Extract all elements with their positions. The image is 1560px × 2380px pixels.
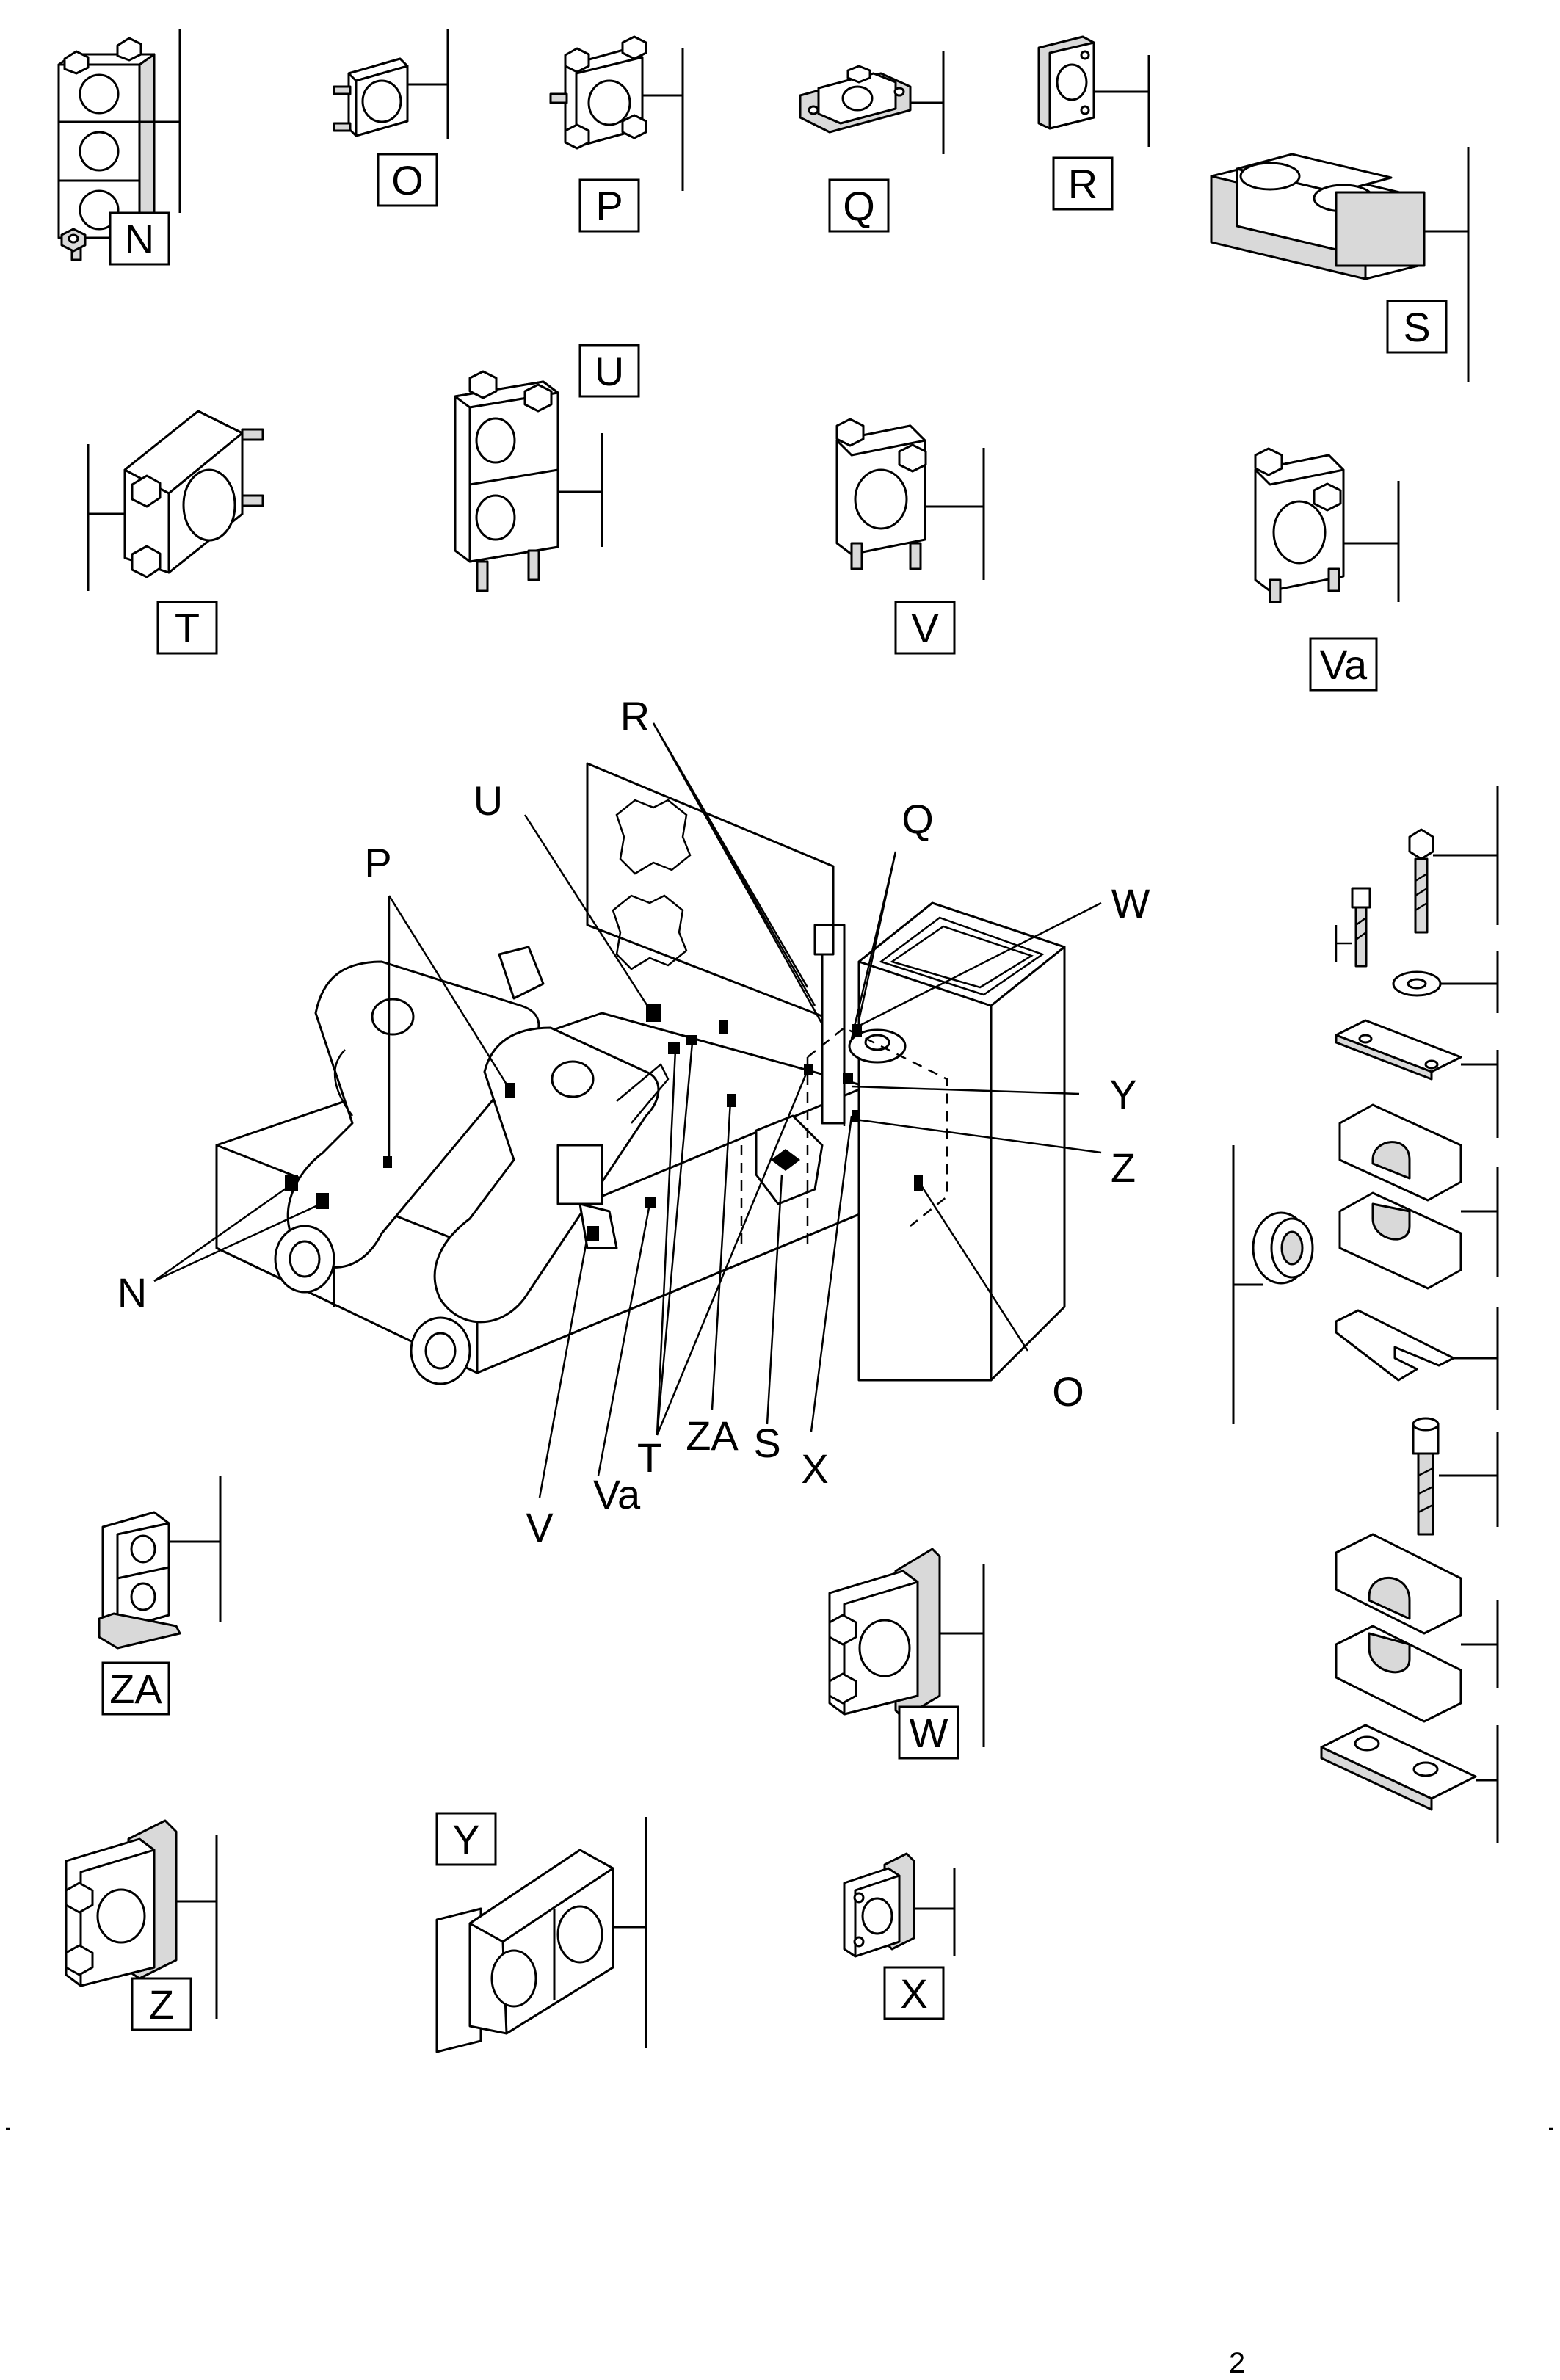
clamp-va-illustration bbox=[1254, 447, 1400, 603]
label-n: N bbox=[125, 216, 154, 262]
label-o: O bbox=[391, 157, 424, 203]
leader-lines bbox=[153, 722, 1102, 1498]
label-x: X bbox=[900, 1970, 927, 2017]
label-box-u bbox=[578, 344, 640, 398]
clamp-q-illustration bbox=[799, 51, 945, 154]
clamp-za-illustration bbox=[98, 1476, 222, 1650]
callout-n: N bbox=[117, 1269, 147, 1316]
clamp-n-illustration bbox=[57, 29, 181, 261]
label-box-z bbox=[131, 1977, 192, 2031]
label-box-q bbox=[828, 178, 890, 233]
label-va: Va bbox=[1320, 642, 1368, 688]
central-assembly bbox=[215, 762, 1066, 1385]
clamp-t-illustration bbox=[87, 410, 264, 591]
clamp-y-illustration bbox=[435, 1817, 647, 2053]
clamp-x-illustration bbox=[843, 1852, 956, 1958]
label-y: Y bbox=[452, 1816, 479, 1862]
callout-va: Va bbox=[593, 1471, 641, 1517]
clamp-s-illustration bbox=[1210, 147, 1470, 382]
label-box-x bbox=[883, 1966, 945, 2020]
label-box-n bbox=[109, 211, 170, 266]
callout-z: Z bbox=[1111, 1144, 1136, 1191]
label-r: R bbox=[1068, 161, 1098, 207]
label-w: W bbox=[910, 1710, 948, 1756]
callout-u: U bbox=[474, 777, 503, 824]
exploded-parts-upper bbox=[1232, 786, 1499, 1424]
label-box-v bbox=[894, 601, 956, 655]
clamp-w-illustration bbox=[828, 1548, 985, 1747]
exploded-parts-lower bbox=[1320, 1417, 1499, 1843]
label-box-r bbox=[1052, 156, 1114, 211]
callout-v: V bbox=[526, 1504, 554, 1550]
label-u: U bbox=[595, 348, 624, 394]
label-z: Z bbox=[149, 1981, 174, 2028]
clamp-o-illustration bbox=[333, 29, 449, 139]
callout-p: P bbox=[364, 840, 391, 886]
page-number: 2 bbox=[1229, 2347, 1245, 2379]
label-box-za bbox=[101, 1661, 170, 1716]
callout-w: W bbox=[1111, 880, 1150, 926]
callout-s: S bbox=[753, 1420, 780, 1466]
label-box-o bbox=[377, 153, 438, 207]
label-za: ZA bbox=[109, 1666, 162, 1712]
clamp-z-illustration bbox=[65, 1819, 218, 2019]
label-box-t bbox=[156, 601, 218, 655]
callout-za: ZA bbox=[686, 1412, 739, 1459]
label-v: V bbox=[911, 605, 939, 651]
callout-y: Y bbox=[1109, 1071, 1136, 1117]
label-box-y bbox=[435, 1812, 497, 1866]
clamp-p-illustration bbox=[549, 35, 684, 191]
callout-q: Q bbox=[901, 796, 934, 842]
callout-r: R bbox=[620, 693, 650, 739]
label-t: T bbox=[175, 605, 200, 651]
label-box-p bbox=[578, 178, 640, 233]
callout-o: O bbox=[1052, 1368, 1084, 1415]
clamp-v-illustration bbox=[835, 418, 985, 580]
clamp-r-illustration bbox=[1037, 35, 1150, 147]
callout-x: X bbox=[801, 1445, 828, 1492]
label-box-va bbox=[1309, 637, 1378, 692]
clamp-u-illustration bbox=[454, 370, 603, 592]
callout-t: T bbox=[637, 1434, 662, 1481]
label-q: Q bbox=[843, 183, 875, 229]
label-box-s bbox=[1386, 300, 1448, 354]
label-p: P bbox=[595, 183, 623, 229]
label-s: S bbox=[1403, 304, 1430, 350]
label-box-w bbox=[898, 1705, 959, 1760]
